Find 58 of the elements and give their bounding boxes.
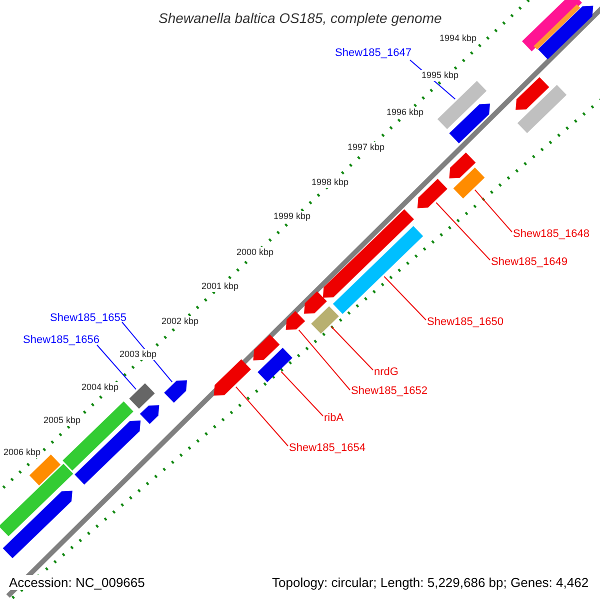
- gene-label: Shew185_1647: [335, 48, 412, 58]
- gene-bar: [258, 348, 292, 382]
- tick-label: 1998 kbp: [310, 176, 350, 188]
- tick-label: 1994 kbp: [438, 32, 478, 44]
- gene-bar: [453, 168, 485, 198]
- gene-bar: [129, 383, 155, 409]
- gene-label: Shew185_1650: [427, 316, 504, 328]
- gene-bar: [449, 152, 476, 178]
- gene-bar: [517, 84, 567, 134]
- tick-label: 1995 kbp: [420, 70, 460, 80]
- gene-label: Shew185_1652: [351, 386, 428, 396]
- tick-label: 1997 kbp: [346, 142, 386, 152]
- gene-bar: [62, 401, 134, 471]
- gene-bar: [214, 359, 251, 396]
- gene-bar: [304, 291, 327, 314]
- tick-label: 2001 kbp: [200, 280, 240, 292]
- tick-label: 2002 kbp: [160, 316, 200, 326]
- leader-line: [436, 202, 490, 260]
- gene-bar: [164, 380, 187, 403]
- gene-bar: [417, 178, 448, 208]
- tick-label: 2004 kbp: [80, 382, 120, 392]
- tick-label: 1999 kbp: [272, 210, 312, 222]
- gene-label: Shew185_1648: [513, 228, 590, 240]
- gene-label: Shew185_1656: [23, 334, 100, 346]
- gene-label: Shew185_1655: [50, 312, 126, 324]
- leader-line: [298, 329, 350, 390]
- gene-label: Shew185_1654: [289, 442, 366, 454]
- footer-text: Topology: circular; Length: 5,229,686 bp; Genes: 4,462: [271, 574, 590, 590]
- tick-label: 2005 kbp: [42, 414, 82, 426]
- leader-line: [330, 326, 374, 370]
- tick-label: 2006 kbp: [2, 446, 42, 458]
- gene-bar: [140, 405, 160, 424]
- leader-line: [96, 344, 136, 390]
- diagram-title: Shewanella baltica OS185, complete genome: [158, 11, 442, 25]
- gene-label: ribA: [324, 412, 344, 424]
- tick-label: 1996 kbp: [386, 106, 425, 118]
- gene-bar: [322, 209, 414, 298]
- gene-label: Shew185_1649: [491, 256, 568, 268]
- gene-bar: [449, 104, 490, 144]
- leader-line: [384, 276, 426, 320]
- gene-bar: [0, 464, 74, 536]
- tick-label: 2000 kbp: [236, 246, 275, 258]
- gene-bar: [522, 0, 582, 52]
- gene-bar: [286, 311, 306, 330]
- footer-text: Accession: NC_009665: [8, 574, 146, 590]
- leader-line: [280, 371, 324, 416]
- gene-bar: [538, 6, 594, 60]
- gene-bar: [516, 77, 550, 110]
- leader-line: [474, 189, 512, 232]
- gene-bar: [253, 334, 280, 360]
- gene-bar: [311, 306, 339, 334]
- gene-bar: [2, 490, 72, 558]
- gene-label: nrdG: [374, 366, 398, 378]
- gene-bar: [534, 4, 580, 50]
- gene-bar: [332, 226, 424, 314]
- tick-label: 2003 kbp: [118, 348, 158, 360]
- gene-bar: [437, 80, 487, 130]
- leader-line: [235, 386, 288, 446]
